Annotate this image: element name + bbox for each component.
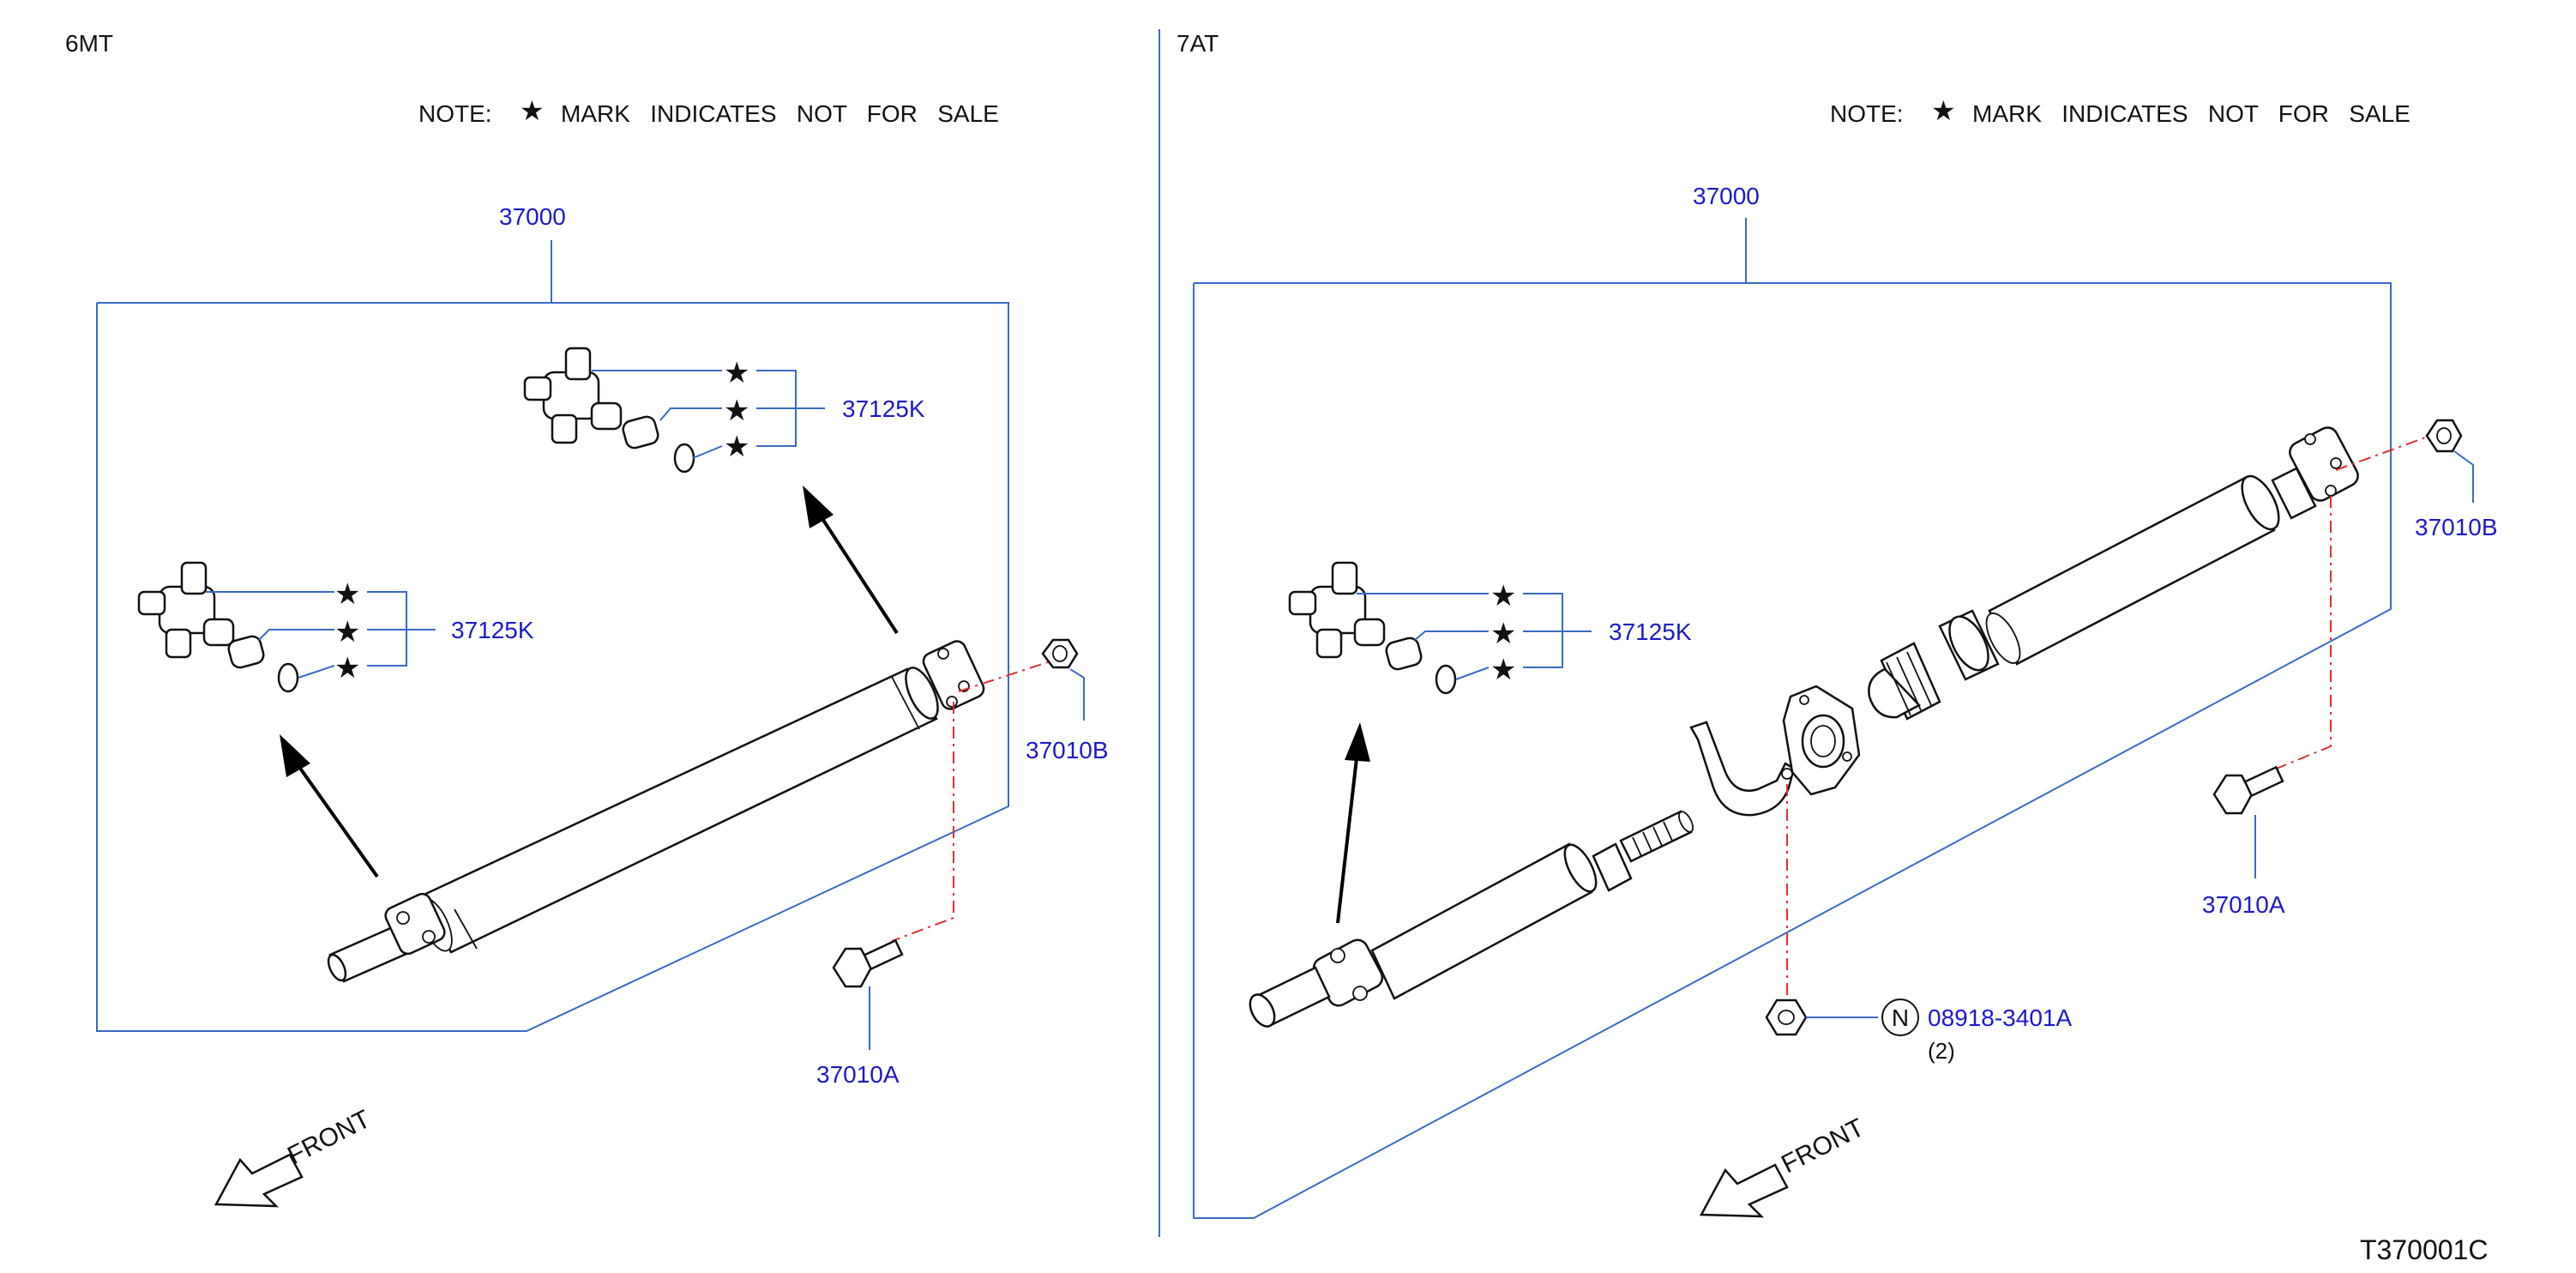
- right-nut-icon[interactable]: [2425, 419, 2463, 453]
- right-universal-joint-icon[interactable]: [1288, 561, 1457, 695]
- right-star-group: ★ ★ ★: [1357, 580, 1592, 686]
- right-assembly-frame: [1193, 282, 2392, 1219]
- right-note-text: MARK INDICATES NOT FOR SALE: [1972, 100, 2410, 127]
- left-front-label: FRONT: [283, 1105, 375, 1170]
- left-bolt-icon[interactable]: [832, 938, 904, 988]
- left-upper-joint-callout[interactable]: 37125K: [842, 395, 925, 422]
- left-arrow-upper: [803, 486, 899, 635]
- left-note: NOTE: ★ MARK INDICATES NOT FOR SALE: [418, 95, 999, 127]
- star-icon: ★: [334, 652, 360, 685]
- right-bracket-nut-icon[interactable]: [1765, 998, 1808, 1036]
- star-icon: ★: [334, 616, 360, 649]
- left-lower-joint-callout[interactable]: 37125K: [451, 617, 534, 643]
- right-note: NOTE: ★ MARK INDICATES NOT FOR SALE: [1830, 95, 2410, 127]
- left-lower-star-group: ★ ★ ★: [206, 578, 436, 685]
- right-joint-callout[interactable]: 37125K: [1609, 618, 1692, 645]
- right-panel: 7AT NOTE: ★ MARK INDICATES NOT FOR SALE …: [1177, 30, 2498, 1265]
- left-note-star-icon: ★: [520, 95, 545, 126]
- svg-text:N: N: [1892, 1005, 1909, 1031]
- right-arrow: [1336, 722, 1370, 924]
- right-note-star-icon: ★: [1931, 95, 1956, 126]
- left-assembly-callout[interactable]: 37000: [499, 203, 566, 230]
- left-lower-universal-joint-icon[interactable]: [137, 561, 299, 693]
- left-panel: 6MT NOTE: ★ MARK INDICATES NOT FOR SALE …: [65, 30, 1109, 1208]
- left-nut-icon[interactable]: [1041, 638, 1079, 669]
- left-variant-label: 6MT: [65, 30, 113, 57]
- right-nut-callout[interactable]: 37010B: [2415, 514, 2498, 540]
- right-bracket-nut-qty: (2): [1928, 1038, 1955, 1064]
- left-bolt-callout[interactable]: 37010A: [816, 1061, 900, 1088]
- left-nut-callout[interactable]: 37010B: [1026, 737, 1109, 763]
- right-front-shaft-icon[interactable]: [1245, 810, 1695, 1031]
- n-symbol-icon: N: [1881, 998, 1919, 1036]
- right-bolt-icon[interactable]: [2212, 765, 2284, 815]
- right-assembly-callout[interactable]: 37000: [1693, 183, 1760, 209]
- left-propeller-shaft-icon[interactable]: [325, 638, 986, 983]
- star-icon: ★: [1490, 618, 1516, 650]
- right-bracket-nut-callout[interactable]: 08918-3401A: [1928, 1005, 2072, 1031]
- star-icon: ★: [724, 431, 749, 463]
- left-note-prefix: NOTE:: [418, 100, 492, 127]
- left-upper-star-group: ★ ★ ★: [592, 357, 825, 463]
- right-note-prefix: NOTE:: [1830, 100, 1904, 127]
- right-bracket-icon[interactable]: [1689, 721, 1796, 817]
- right-rear-shaft-icon[interactable]: [1868, 424, 2361, 721]
- star-icon: ★: [1490, 654, 1516, 686]
- right-center-bearing-icon[interactable]: [1782, 685, 1861, 796]
- right-variant-label: 7AT: [1177, 30, 1219, 57]
- star-icon: ★: [1490, 580, 1516, 612]
- left-arrow-lower: [280, 734, 379, 878]
- star-icon: ★: [334, 578, 360, 611]
- star-icon: ★: [724, 357, 749, 389]
- star-icon: ★: [724, 395, 749, 427]
- left-front-arrow-icon: FRONT: [214, 1105, 375, 1208]
- left-note-text: MARK INDICATES NOT FOR SALE: [561, 100, 999, 127]
- left-upper-universal-joint-icon[interactable]: [523, 347, 695, 474]
- right-front-label: FRONT: [1777, 1113, 1869, 1179]
- right-front-arrow-icon: FRONT: [1699, 1113, 1869, 1218]
- left-assembly-frame: [96, 302, 1009, 1032]
- right-bolt-callout[interactable]: 37010A: [2202, 891, 2285, 918]
- diagram-code: T370001C: [2360, 1234, 2488, 1265]
